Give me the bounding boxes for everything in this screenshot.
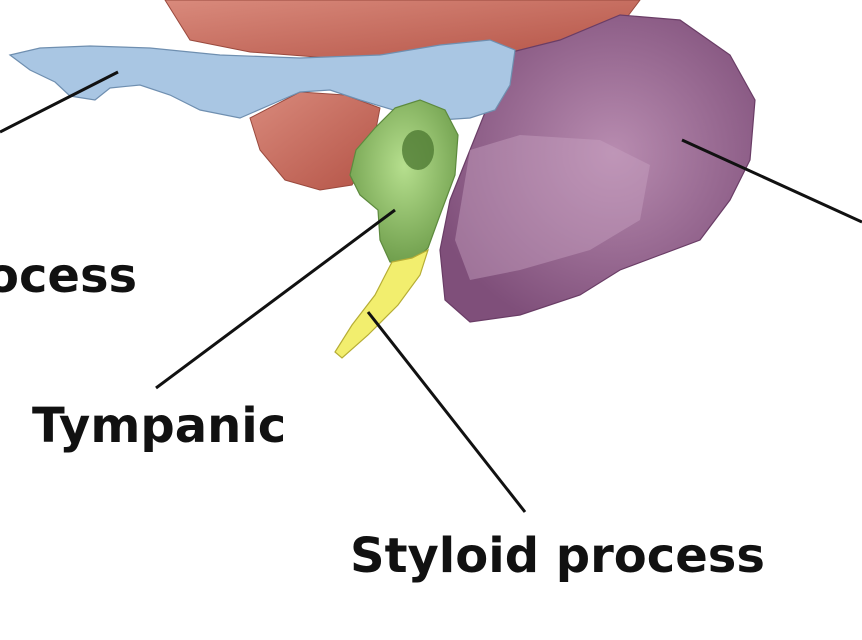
leader-line-left [0, 70, 119, 134]
label-process-partial: ocess [0, 248, 138, 304]
external-acoustic-meatus [402, 130, 434, 170]
leader-line-styloid [366, 311, 527, 513]
styloid-process [334, 248, 430, 359]
mastoid-shade [455, 135, 650, 280]
leader-line-tympanic [155, 208, 396, 390]
leader-line-right [681, 138, 862, 224]
label-styloid-process: Styloid process [350, 528, 765, 584]
mastoid-part [439, 14, 756, 323]
label-tympanic: Tympanic [32, 398, 287, 454]
